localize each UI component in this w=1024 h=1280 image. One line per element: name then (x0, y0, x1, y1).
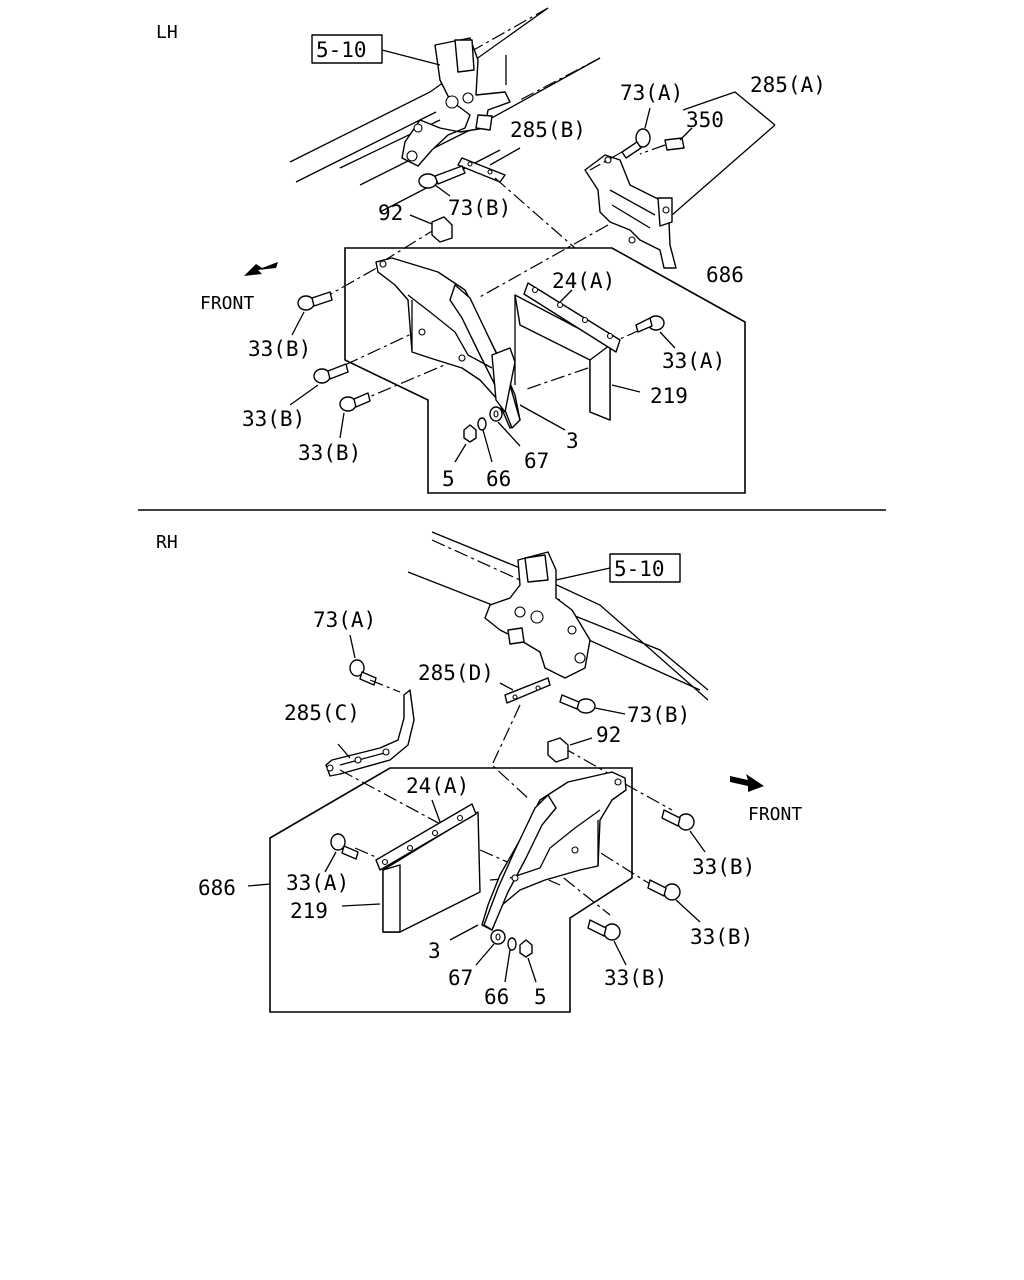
rh-front-label: FRONT (748, 804, 802, 825)
lh-bolt-73b (418, 165, 466, 197)
lh-callout-219: 219 (650, 384, 688, 408)
lh-callout-5: 5 (442, 467, 455, 491)
lh-clip-92 (409, 214, 453, 243)
rh-bolt-33b-2 (647, 879, 701, 923)
rh-callout-33b-1: 33(B) (692, 855, 755, 879)
lh-bolt-33b-1 (291, 291, 333, 336)
rh-callout-66: 66 (484, 985, 509, 1009)
rh-callout-219: 219 (290, 899, 328, 923)
lh-frame-686 (344, 247, 746, 494)
rh-washer-67 (475, 929, 506, 966)
lh-callout-285b: 285(B) (510, 118, 586, 142)
rh-frame-bracket (484, 551, 591, 679)
lh-callout-24a: 24(A) (552, 269, 615, 293)
lh-bolt-33b-2 (289, 363, 349, 406)
lh-washer-66 (477, 417, 493, 463)
lh-plate-350 (664, 127, 693, 151)
lh-front-label: FRONT (200, 293, 254, 314)
lh-callout-33b-2: 33(B) (242, 407, 305, 431)
rh-bolt-33a (324, 833, 359, 873)
rh-section: RH 5-10 (156, 531, 802, 1013)
rh-mudguard-219 (341, 811, 481, 933)
lh-callout-33b-3: 33(B) (298, 441, 361, 465)
lh-bolt-33b-3 (339, 392, 371, 439)
rh-ref-box: 5-10 (555, 553, 681, 583)
rh-callout-33a: 33(A) (286, 871, 349, 895)
rh-callout-67: 67 (448, 966, 473, 990)
rh-plate-285d (499, 677, 551, 704)
lh-frame-bracket (401, 37, 511, 167)
rh-callout-92: 92 (596, 723, 621, 747)
rh-ref-box-label: 5-10 (614, 557, 665, 581)
lh-bracket-285a (584, 91, 776, 269)
lh-rubber-24a (523, 282, 621, 353)
rh-leader-686 (247, 883, 271, 887)
lh-callout-33a: 33(A) (662, 349, 725, 373)
rh-callout-73b: 73(B) (627, 703, 690, 727)
lh-callout-73a: 73(A) (620, 81, 683, 105)
lh-callout-92: 92 (378, 201, 403, 225)
rh-washer-66 (504, 937, 517, 983)
rh-nut-5 (519, 939, 537, 983)
lh-washer-67 (489, 406, 521, 447)
lh-callout-67: 67 (524, 449, 549, 473)
lh-callout-73b: 73(B) (448, 196, 511, 220)
rh-frame-686 (269, 767, 633, 1013)
lh-plate-285b (457, 147, 521, 183)
lh-bolt-73a (621, 107, 651, 159)
lh-leader-3 (519, 404, 566, 431)
lh-callout-33b-1: 33(B) (248, 337, 311, 361)
lh-callout-350: 350 (686, 108, 724, 132)
rh-section-title: RH (156, 532, 178, 553)
rh-bracket-285c (325, 689, 415, 777)
rh-callout-73a: 73(A) (313, 608, 376, 632)
lh-ref-box-label: 5-10 (316, 38, 367, 62)
rh-bolt-33b-1 (661, 809, 706, 853)
rh-callout-285c: 285(C) (284, 701, 360, 725)
lh-callout-285a: 285(A) (750, 73, 826, 97)
lh-nut-5 (454, 424, 477, 463)
rh-bolt-73a (349, 634, 377, 686)
lh-mudguard-stay (375, 257, 521, 429)
rh-clip-92 (547, 737, 593, 763)
lh-callout-66: 66 (486, 467, 511, 491)
lh-callout-686: 686 (706, 263, 744, 287)
rh-rubber-24a (375, 799, 477, 871)
lh-bolt-33a (635, 315, 676, 349)
rh-callout-33b-2: 33(B) (690, 925, 753, 949)
rh-bolt-33b-3 (587, 919, 627, 966)
rh-callout-3: 3 (428, 939, 441, 963)
rh-callout-33b-3: 33(B) (604, 966, 667, 990)
lh-section: LH 5-10 (156, 7, 826, 494)
rh-callout-24a: 24(A) (406, 774, 469, 798)
lh-ref-box: 5-10 (311, 34, 441, 66)
rh-callout-285d: 285(D) (418, 661, 494, 685)
lh-section-title: LH (156, 22, 178, 43)
rh-bolt-73b (559, 694, 626, 715)
rh-front-arrow-icon (730, 774, 764, 792)
rh-mudguard-stay (481, 771, 627, 931)
rh-callout-5: 5 (534, 985, 547, 1009)
lh-front-arrow-icon (244, 262, 278, 276)
rh-leader-3 (449, 924, 479, 941)
lh-callout-3: 3 (566, 429, 579, 453)
rh-callout-686: 686 (198, 876, 236, 900)
